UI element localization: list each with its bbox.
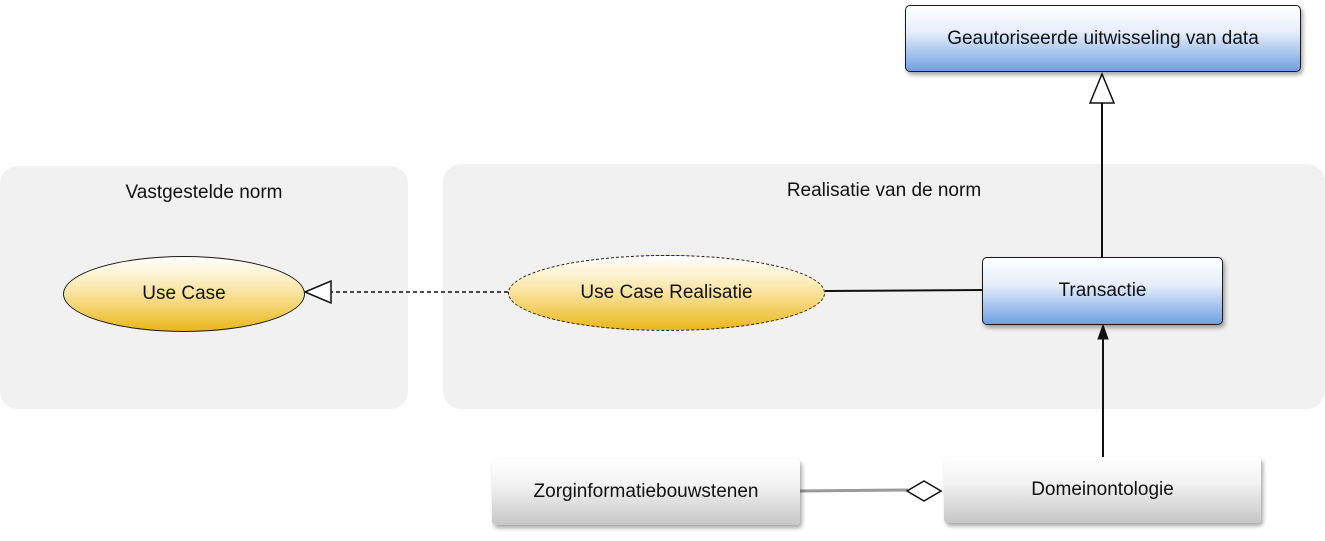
group-title-vastgestelde-norm: Vastgestelde norm — [125, 182, 283, 203]
aggregation-diamond — [905, 480, 943, 502]
node-transactie[interactable]: Transactie — [982, 257, 1223, 325]
node-domeinontologie-label: Domeinontologie — [1031, 479, 1174, 500]
association-line — [824, 289, 983, 292]
node-use-case-realisatie-label: Use Case Realisatie — [580, 282, 753, 303]
node-use-case-realisatie[interactable]: Use Case Realisatie — [508, 255, 825, 331]
node-zorginformatiebouwstenen-label: Zorginformatiebouwstenen — [533, 481, 759, 502]
node-geautoriseerde-label: Geautoriseerde uitwisseling van data — [947, 27, 1259, 49]
generalization-arrowhead-top — [1088, 72, 1116, 104]
aggregation-line — [799, 488, 909, 493]
node-use-case-label: Use Case — [142, 283, 226, 304]
node-use-case[interactable]: Use Case — [63, 256, 305, 332]
node-transactie-label: Transactie — [1058, 280, 1147, 301]
node-domeinontologie[interactable]: Domeinontologie — [944, 457, 1261, 523]
group-title-realisatie-van-de-norm: Realisatie van de norm — [786, 180, 982, 201]
dependency-arrowhead — [1097, 323, 1109, 340]
node-geautoriseerde-uitwisseling[interactable]: Geautoriseerde uitwisseling van data — [905, 5, 1301, 72]
realization-arrowhead — [303, 279, 332, 305]
node-zorginformatiebouwstenen[interactable]: Zorginformatiebouwstenen — [492, 459, 800, 525]
